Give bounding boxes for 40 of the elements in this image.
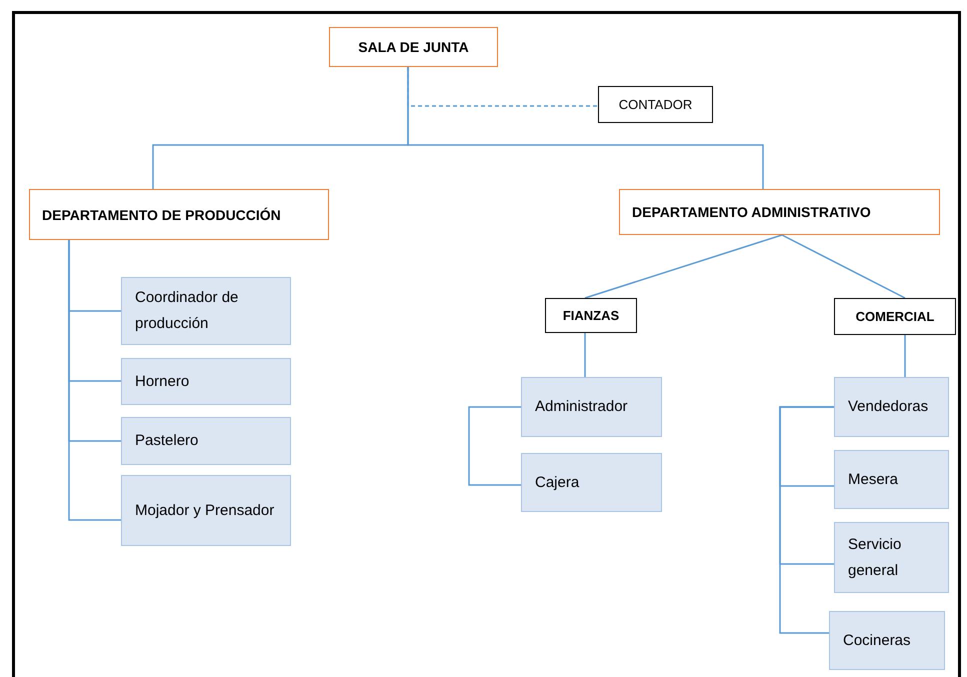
box-label: Pastelero [135,431,198,451]
connector [407,67,764,189]
box-label: Mesera [848,470,898,490]
box-label: Mojador y Prensador [135,500,274,520]
connector [468,406,521,486]
role-box [829,611,945,670]
department-box [545,298,637,333]
department-box [619,189,940,235]
role-box [121,358,291,405]
role-box [834,377,949,437]
role-box [834,522,949,593]
role-box [121,417,291,465]
box-label: Coordinador de producción [135,288,240,334]
role-box [521,453,662,512]
connector [904,335,906,377]
box-label: Vendedoras [848,397,928,417]
connector [782,234,906,299]
role-box [834,450,949,509]
box-label: CONTADOR [618,97,692,112]
box-label: DEPARTAMENTO ADMINISTRATIVO [632,204,871,220]
connector [584,234,782,299]
connector [68,240,121,521]
box-label: FIANZAS [562,308,620,323]
connector [779,406,834,634]
box-label: Administrador [535,397,628,417]
department-box [29,189,329,240]
department-box [834,298,956,335]
box-label: DEPARTAMENTO DE PRODUCCIÓN [42,206,281,222]
box-label: SALA DE JUNTA [358,39,469,55]
box-label: Servicio general [848,534,902,580]
box-label: Cocineras [843,630,911,650]
box-label: COMERCIAL [856,309,934,324]
role-box [121,277,291,345]
department-box [598,86,713,123]
department-box [329,27,498,67]
box-label: Cajera [535,472,580,492]
role-box [121,475,291,546]
connector [584,333,586,377]
role-box [521,377,662,437]
box-label: Hornero [135,372,190,392]
